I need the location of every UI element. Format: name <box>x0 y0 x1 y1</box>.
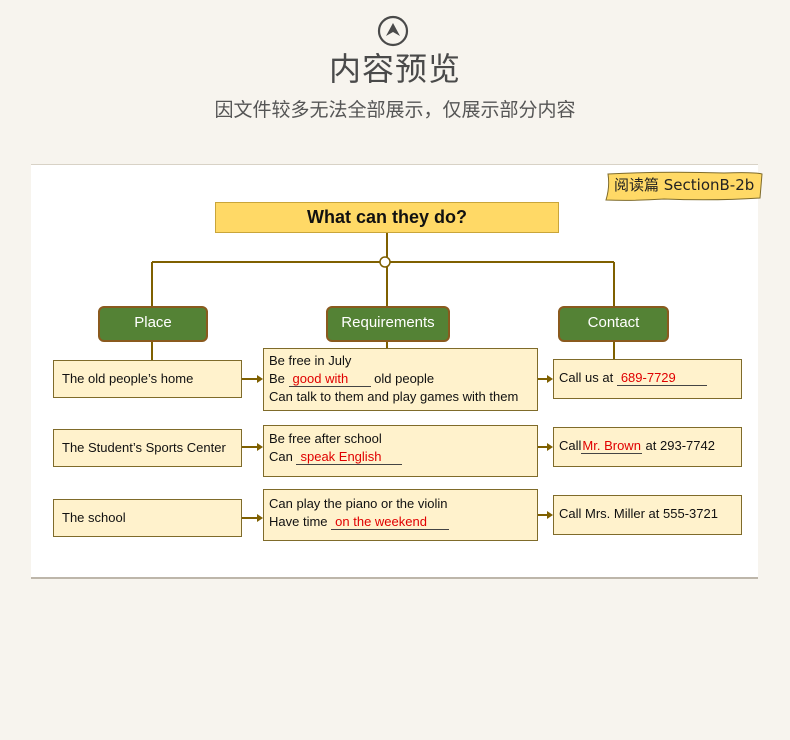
answer-blank: on the weekend <box>331 514 450 530</box>
section-tag-text: 阅读篇 SectionB-2b <box>614 176 755 194</box>
contact-cell-1: Call us at 689-7729 <box>553 359 742 399</box>
place-cell-1: The old people’s home <box>53 360 242 398</box>
answer-blank: Mr. Brown <box>581 438 642 454</box>
column-header-place: Place <box>98 306 208 342</box>
req-text: old people <box>374 371 435 386</box>
req-line: Can speak English <box>269 448 532 466</box>
requirements-cell-3: Can play the piano or the violin Have ti… <box>263 489 538 541</box>
up-arrow-circle-icon[interactable] <box>377 15 409 47</box>
answer-blank: speak English <box>296 449 403 465</box>
page-subtitle: 因文件较多无法全部展示，仅展示部分内容 <box>214 99 576 121</box>
column-header-requirements: Requirements <box>326 306 450 342</box>
place-cell-3: The school <box>53 499 242 537</box>
section-tag: 阅读篇 SectionB-2b <box>604 170 763 201</box>
req-line: Be good with old people <box>269 370 532 388</box>
contact-cell-3: Call Mrs. Miller at 555-3721 <box>553 495 742 535</box>
contact-cell-2: CallMr. Brown at 293-7742 <box>553 427 742 467</box>
contact-text: at 293-7742 <box>645 438 715 453</box>
diagram-title: What can they do? <box>215 202 559 233</box>
requirements-cell-1: Be free in July Be good with old people … <box>263 348 538 411</box>
connector-lines <box>151 233 615 522</box>
requirements-cell-2: Be free after school Can speak English <box>263 425 538 477</box>
column-header-contact: Contact <box>558 306 669 342</box>
req-text: Be <box>269 371 285 386</box>
answer-blank: good with <box>288 371 371 387</box>
req-line: Be free in July <box>269 353 352 368</box>
preview-header: 内容预览 因文件较多无法全部展示，仅展示部分内容 <box>0 0 790 160</box>
place-cell-2: The Student’s Sports Center <box>53 429 242 467</box>
req-text: Have time <box>269 514 328 529</box>
slide-preview: 阅读篇 SectionB-2b What can they do? Place … <box>31 164 763 579</box>
req-text: Can <box>269 449 293 464</box>
contact-text: Call <box>559 438 582 453</box>
answer-blank: 689-7729 <box>616 370 707 386</box>
req-line: Can play the piano or the violin <box>269 496 448 511</box>
banner-shape <box>605 171 763 201</box>
req-line: Have time on the weekend <box>269 513 532 531</box>
contact-text: Call us at <box>559 370 614 385</box>
page-title: 内容预览 <box>328 50 461 88</box>
req-line: Be free after school <box>269 431 382 446</box>
req-line: Can talk to them and play games with the… <box>269 389 519 404</box>
